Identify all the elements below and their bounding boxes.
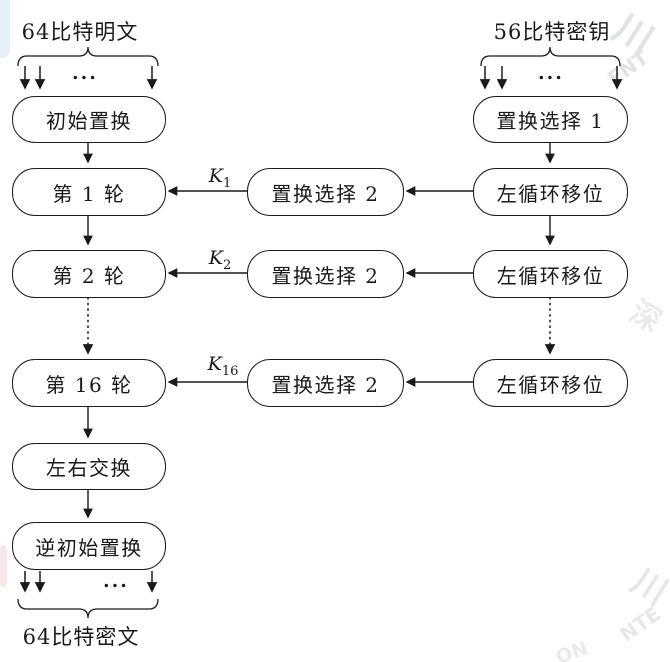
key-label-base: K xyxy=(207,353,222,375)
watermark-fragment: 川 xyxy=(624,561,670,614)
watermark-fragment: NTE xyxy=(615,601,665,647)
node-permuted-choice-2-row1: 置换选择 2 xyxy=(247,168,404,216)
scan-artifact-blue xyxy=(0,0,10,58)
node-left-shift-row2: 左循环移位 xyxy=(473,250,628,298)
watermark-fragment: ON xyxy=(553,637,591,662)
key-label-k16: K16 xyxy=(195,353,251,379)
node-permuted-choice-1: 置换选择 1 xyxy=(473,96,628,143)
key-label-k2: K2 xyxy=(195,247,245,273)
label-ciphertext: 64比特密文 xyxy=(22,625,140,649)
node-round-1: 第 1 轮 xyxy=(12,168,166,216)
watermark-fragment: ENT xyxy=(603,45,653,91)
node-left-shift-row16: 左循环移位 xyxy=(473,359,628,407)
node-round-2: 第 2 轮 xyxy=(12,250,166,298)
node-left-shift-row1: 左循环移位 xyxy=(473,168,628,216)
scan-artifact-pink xyxy=(0,545,7,587)
ellipsis-plaintext-bits: ... xyxy=(72,62,98,84)
shift-to-pc2-arrows xyxy=(405,186,473,387)
key-label-k1: K1 xyxy=(195,165,245,191)
ellipsis-key-bits: ... xyxy=(538,62,564,84)
key-label-sub: 16 xyxy=(221,363,239,379)
node-swap-left-right: 左右交换 xyxy=(12,443,166,490)
node-initial-permutation: 初始置换 xyxy=(12,96,166,143)
node-round-16: 第 16 轮 xyxy=(12,359,166,407)
label-plaintext: 64比特明文 xyxy=(21,20,139,44)
label-key: 56比特密钥 xyxy=(493,20,611,44)
key-label-base: K xyxy=(208,165,223,187)
ciphertext-bit-arrows xyxy=(19,571,158,593)
key-label-base: K xyxy=(208,247,223,269)
node-permuted-choice-2-row2: 置换选择 2 xyxy=(247,250,404,298)
key-label-sub: 2 xyxy=(222,257,232,273)
ellipsis-ciphertext-bits: ... xyxy=(103,570,129,592)
watermark-fragment: 深 xyxy=(623,294,667,340)
node-permuted-choice-2-row16: 置换选择 2 xyxy=(247,359,404,407)
brace-ciphertext xyxy=(17,598,159,619)
node-inverse-initial-permutation: 逆初始置换 xyxy=(12,522,166,570)
key-label-sub: 1 xyxy=(222,175,232,191)
